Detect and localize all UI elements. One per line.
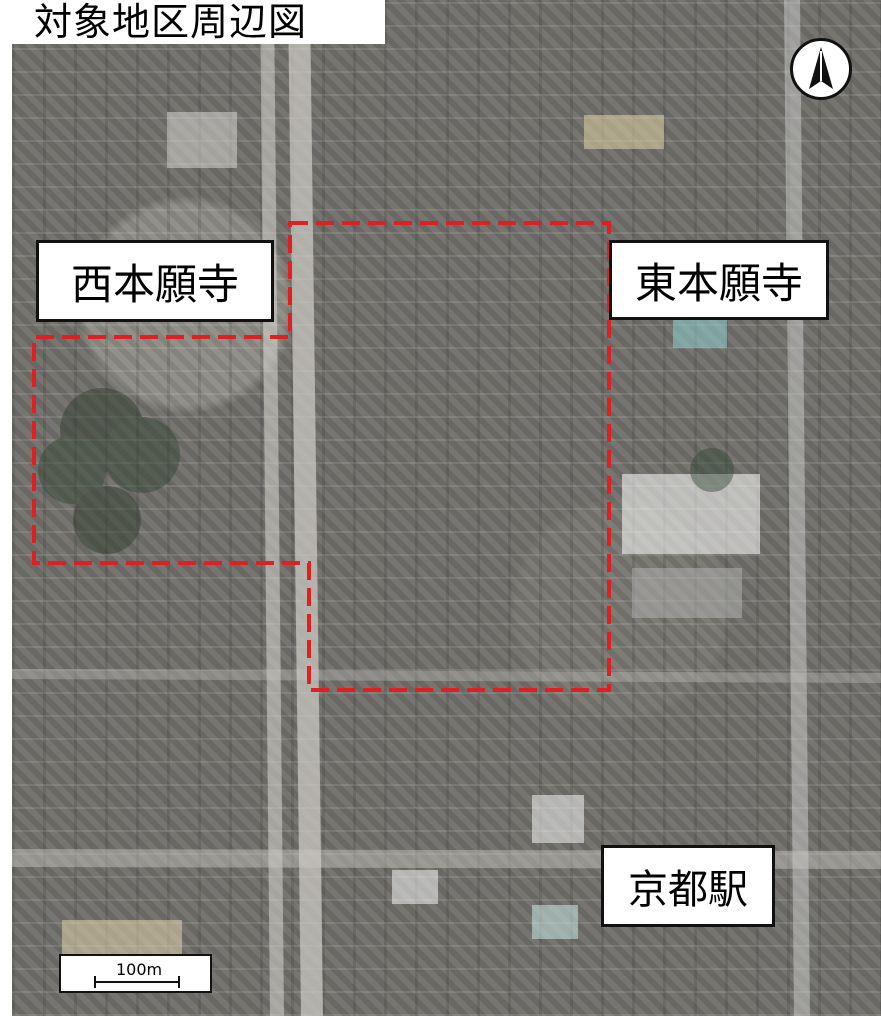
- higashi-honganji-text: 東本願寺: [634, 258, 803, 308]
- nishi-honganji-text: 西本願寺: [70, 259, 239, 309]
- target-area-boundary: [32, 221, 611, 692]
- scale-label: 100m: [116, 960, 163, 979]
- map-title: 対象地区周辺図: [12, 0, 385, 44]
- scale-bar: 100m: [59, 954, 212, 993]
- scale-line-icon: [94, 976, 180, 988]
- north-arrow-icon: [790, 38, 852, 100]
- kyoto-station-label: 京都駅: [601, 845, 775, 927]
- kyoto-station-text: 京都駅: [628, 867, 748, 913]
- higashi-honganji-label: 東本願寺: [609, 240, 829, 320]
- nishi-honganji-label: 西本願寺: [36, 240, 274, 322]
- aerial-overlay: [12, 0, 881, 1016]
- aerial-photo: [12, 0, 881, 1016]
